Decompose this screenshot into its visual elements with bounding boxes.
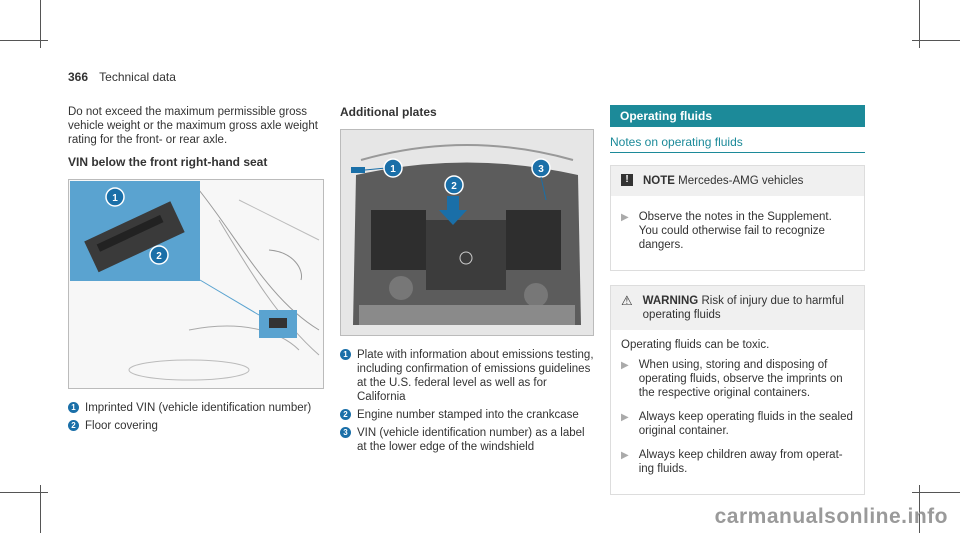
subsection-heading: Notes on operating fluids bbox=[610, 135, 865, 153]
caption-list: 1 Imprinted VIN (vehicle identification … bbox=[68, 401, 326, 433]
caption-item: 1 Imprinted VIN (vehicle identification … bbox=[68, 401, 326, 415]
bullet-text: When using, storing and disposing of ope… bbox=[638, 359, 843, 399]
crop-mark bbox=[919, 485, 920, 533]
caption-text: Floor covering bbox=[85, 420, 158, 432]
callout-badge: 3 bbox=[340, 427, 351, 438]
warning-box: ⚠ WARNING Risk of injury due to harmful … bbox=[610, 285, 865, 495]
section-banner: Operating fluids bbox=[610, 105, 865, 127]
warning-triangle-icon: ⚠ bbox=[621, 293, 633, 308]
caption-item: 1 Plate with information about emissions… bbox=[340, 348, 596, 404]
page-number: 366 bbox=[68, 70, 89, 84]
watermark: carmanualsonline.info bbox=[714, 505, 948, 528]
triangle-bullet-icon: ▶ bbox=[621, 212, 629, 223]
warning-title-row: ⚠ WARNING Risk of injury due to harmful … bbox=[611, 286, 864, 330]
seat-vin-illustration: 1 2 bbox=[68, 179, 324, 389]
note-title: Mercedes-AMG vehicles bbox=[678, 175, 804, 187]
caption-text: Imprinted VIN (vehicle identification nu… bbox=[85, 402, 312, 414]
intro-text: Do not exceed the maximum permissible gr… bbox=[68, 106, 318, 146]
column-vin-seat: Do not exceed the maximum permissible gr… bbox=[68, 105, 326, 433]
caption-text: Plate with information about emissions t… bbox=[357, 349, 594, 403]
note-label: NOTE bbox=[643, 175, 675, 187]
caption-item: 2 Floor covering bbox=[68, 419, 326, 433]
svg-text:3: 3 bbox=[538, 164, 544, 175]
svg-text:1: 1 bbox=[390, 164, 396, 175]
crop-mark bbox=[40, 485, 41, 533]
triangle-bullet-icon: ▶ bbox=[621, 450, 629, 461]
crop-mark bbox=[0, 492, 48, 493]
section-title: Technical data bbox=[99, 70, 176, 84]
engine-bay-drawing: 1 2 3 bbox=[341, 130, 593, 335]
triangle-bullet-icon: ▶ bbox=[621, 412, 629, 423]
bullet-item: ▶ Observe the notes in the Supplement. Y… bbox=[621, 210, 854, 252]
caption-text: Engine number stamped into the crankcase bbox=[357, 409, 579, 421]
caption-item: 3 VIN (vehicle identification number) as… bbox=[340, 426, 596, 454]
bullet-text: Always keep children away from operat­in… bbox=[638, 449, 843, 475]
page-header: 366 Technical data bbox=[68, 70, 176, 84]
seat-vin-drawing: 1 2 bbox=[69, 180, 323, 388]
crop-mark bbox=[919, 0, 920, 48]
warning-intro: Operating fluids can be toxic. bbox=[621, 339, 770, 351]
engine-bay-illustration: 1 2 3 bbox=[340, 129, 594, 336]
callout-badge: 2 bbox=[68, 420, 79, 431]
bullet-item: ▶ Always keep children away from operat­… bbox=[621, 448, 854, 476]
caption-text: VIN (vehicle identification number) as a… bbox=[357, 427, 585, 453]
triangle-bullet-icon: ▶ bbox=[621, 360, 629, 371]
warning-body: Operating fluids can be toxic. ▶ When us… bbox=[611, 330, 864, 494]
column-operating-fluids: Operating fluids Notes on operating flui… bbox=[610, 105, 865, 495]
warning-label: WARNING bbox=[642, 295, 699, 307]
bullet-text: Always keep operating fluids in the seal… bbox=[638, 411, 853, 437]
svg-text:1: 1 bbox=[112, 193, 118, 204]
callout-badge: 1 bbox=[68, 402, 79, 413]
caption-item: 2 Engine number stamped into the crankca… bbox=[340, 408, 596, 422]
note-title-row: ! NOTE Mercedes-AMG vehicles bbox=[611, 166, 864, 196]
bullet-item: ▶ When using, storing and disposing of o… bbox=[621, 358, 854, 400]
section-heading: VIN below the front right-hand seat bbox=[68, 155, 268, 169]
exclamation-icon: ! bbox=[621, 174, 633, 186]
crop-mark bbox=[912, 40, 960, 41]
svg-text:2: 2 bbox=[451, 181, 457, 192]
callout-badge: 2 bbox=[340, 409, 351, 420]
bullet-item: ▶ Always keep operating fluids in the se… bbox=[621, 410, 854, 438]
note-body: ▶ Observe the notes in the Supplement. Y… bbox=[611, 196, 864, 270]
svg-text:2: 2 bbox=[156, 251, 162, 262]
column-additional-plates: Additional plates 1 2 3 1 bbox=[340, 105, 596, 454]
crop-mark bbox=[0, 40, 48, 41]
bullet-text: Observe the notes in the Supplement. You… bbox=[638, 211, 832, 251]
crop-mark bbox=[40, 0, 41, 48]
caption-list: 1 Plate with information about emissions… bbox=[340, 348, 596, 454]
section-heading: Additional plates bbox=[340, 105, 437, 119]
crop-mark bbox=[912, 492, 960, 493]
warning-title: Risk of injury due to harmful operating … bbox=[642, 295, 844, 321]
callout-badge: 1 bbox=[340, 349, 351, 360]
note-box: ! NOTE Mercedes-AMG vehicles ▶ Observe t… bbox=[610, 165, 865, 271]
